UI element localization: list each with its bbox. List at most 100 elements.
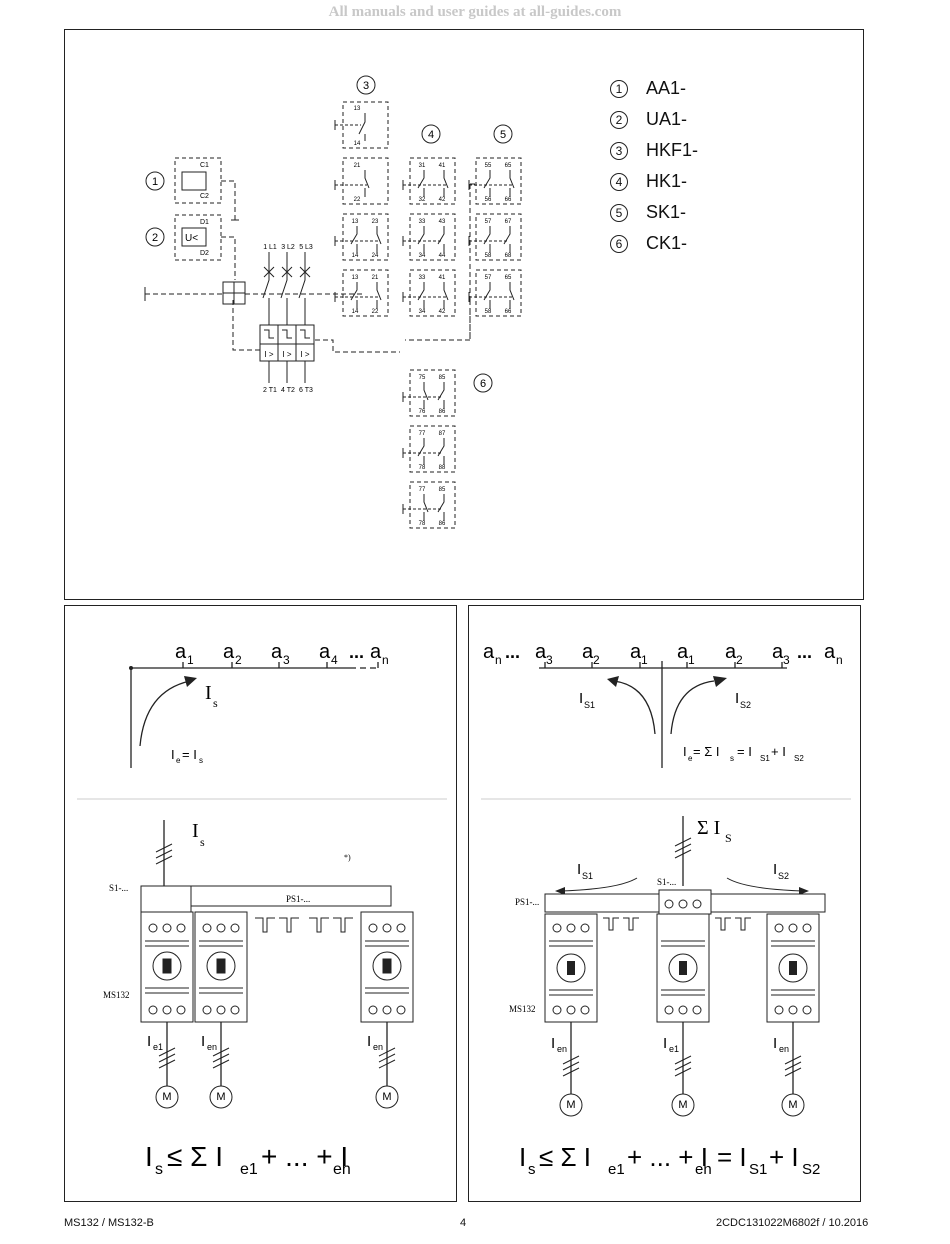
marker-4-circle	[421, 124, 441, 144]
marker-3-circle	[356, 75, 376, 95]
svg-text:= I: = I	[737, 744, 752, 759]
svg-text:+ ... + I: + ... + I	[261, 1141, 348, 1172]
svg-text:I: I	[171, 747, 175, 762]
svg-text:M: M	[216, 1091, 225, 1103]
hk-block-2	[409, 213, 456, 261]
svg-text:I: I	[735, 690, 739, 707]
svg-text:en: en	[695, 1161, 712, 1178]
svg-text:85: 85	[439, 375, 446, 381]
svg-text:*): *)	[344, 853, 351, 862]
svg-text:n: n	[382, 653, 389, 667]
svg-text:a: a	[772, 641, 784, 663]
svg-text:I: I	[579, 690, 583, 707]
svg-text:76: 76	[419, 409, 426, 415]
svg-text:24: 24	[372, 253, 379, 259]
svg-text:14: 14	[354, 141, 361, 147]
svg-text:23: 23	[372, 219, 379, 225]
svg-text:en: en	[557, 1044, 567, 1054]
svg-text:14: 14	[352, 309, 359, 315]
svg-text:44: 44	[439, 253, 446, 259]
page-number: 4	[460, 1217, 467, 1229]
s1-supply-block	[140, 885, 192, 913]
svg-text:77: 77	[419, 431, 426, 437]
svg-text:M: M	[788, 1099, 797, 1111]
svg-text:MS132: MS132	[509, 1004, 536, 1014]
svg-text:21: 21	[354, 163, 361, 169]
svg-text:C2: C2	[200, 193, 209, 200]
svg-text:3: 3	[546, 653, 553, 667]
marker-6: 6	[480, 378, 486, 390]
aa1-coil	[181, 171, 207, 191]
svg-text:s: s	[200, 835, 205, 849]
dual-feed-panel: a a a a a a a a n 3 2 1 1 2 3 n ... ... …	[468, 605, 861, 1202]
svg-text:S: S	[725, 831, 732, 845]
svg-text:MS132: MS132	[103, 990, 130, 1000]
svg-text:34: 34	[419, 309, 426, 315]
svg-text:a: a	[677, 641, 689, 663]
svg-text:68: 68	[505, 253, 512, 259]
wiring-diagram: 1 2 3 4 5 6 C1 C2 D1 D2 U<	[144, 75, 522, 529]
svg-text:...: ...	[505, 642, 520, 662]
svg-text:a: a	[824, 641, 836, 663]
svg-text:65: 65	[505, 275, 512, 281]
svg-text:57: 57	[485, 219, 492, 225]
svg-text:n: n	[495, 653, 502, 667]
svg-text:87: 87	[439, 431, 446, 437]
svg-text:58: 58	[485, 309, 492, 315]
svg-text:2: 2	[235, 653, 242, 667]
single-feed-diagram: a a a a a 1 2 3 4 n ... I s I e = I s I …	[77, 641, 447, 1178]
motor-1	[155, 1085, 179, 1109]
svg-text:I >: I >	[282, 350, 291, 359]
svg-text:I >: I >	[300, 350, 309, 359]
svg-text:I >: I >	[264, 350, 273, 359]
svg-text:...: ...	[797, 642, 812, 662]
motor-3	[375, 1085, 399, 1109]
svg-text:S2: S2	[794, 754, 804, 763]
svg-text:a: a	[725, 641, 737, 663]
svg-text:75: 75	[419, 375, 426, 381]
svg-text:I: I	[145, 1141, 153, 1172]
hkf-block-3	[342, 269, 389, 317]
svg-text:31: 31	[419, 163, 426, 169]
svg-text:e1: e1	[153, 1042, 163, 1052]
svg-text:e1: e1	[608, 1161, 625, 1178]
svg-text:55: 55	[485, 163, 492, 169]
aa1-block	[174, 157, 222, 204]
svg-text:34: 34	[419, 253, 426, 259]
marker-3: 3	[363, 80, 369, 92]
footer-left: MS132 / MS132-B	[64, 1217, 154, 1229]
svg-text:S2: S2	[778, 871, 789, 881]
svg-text:56: 56	[485, 197, 492, 203]
svg-text:13: 13	[352, 275, 359, 281]
svg-text:2 T1: 2 T1	[263, 387, 277, 394]
svg-text:en: en	[373, 1042, 383, 1052]
svg-text:I: I	[683, 744, 687, 759]
svg-text:a: a	[223, 641, 235, 663]
svg-text:13: 13	[354, 106, 361, 112]
svg-text:M: M	[162, 1091, 171, 1103]
svg-text:14: 14	[352, 253, 359, 259]
ck-block-1	[409, 369, 456, 417]
hkf-block-2	[342, 213, 389, 261]
svg-text:I: I	[577, 861, 581, 878]
svg-text:Σ I: Σ I	[697, 817, 720, 839]
svg-text:78: 78	[419, 521, 426, 527]
svg-text:42: 42	[439, 197, 446, 203]
svg-text:1: 1	[688, 653, 695, 667]
hk-block-3	[409, 269, 456, 317]
svg-text:PS1-...: PS1-...	[286, 894, 310, 904]
ua1-block	[174, 214, 222, 261]
svg-text:I: I	[663, 1035, 667, 1052]
svg-text:77: 77	[419, 487, 426, 493]
marker-4: 4	[428, 129, 434, 141]
svg-text:a: a	[582, 641, 594, 663]
svg-text:1: 1	[641, 653, 648, 667]
svg-text:e1: e1	[240, 1161, 258, 1178]
svg-text:en: en	[207, 1042, 217, 1052]
svg-text:D1: D1	[200, 219, 209, 226]
svg-text:88: 88	[439, 465, 446, 471]
